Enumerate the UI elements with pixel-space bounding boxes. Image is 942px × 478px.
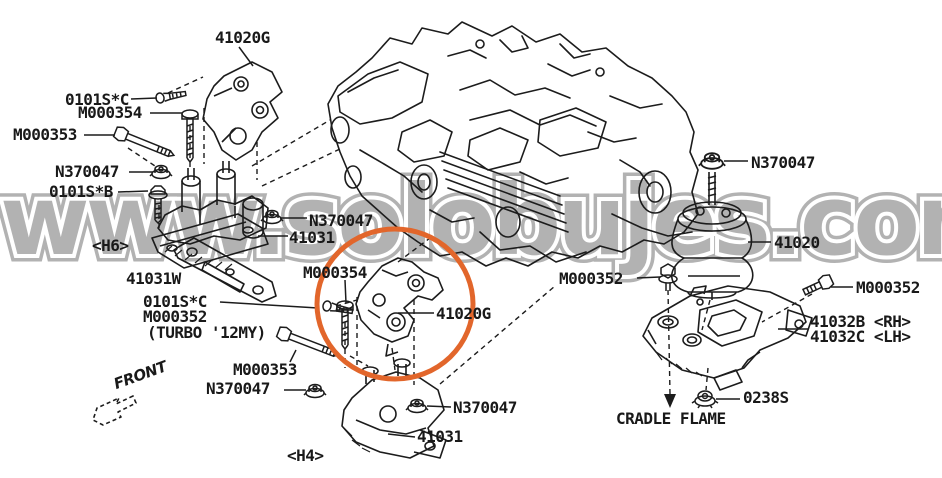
bolt-M000352-right xyxy=(801,274,835,296)
engine-illustration xyxy=(327,21,699,267)
highlight-circle xyxy=(314,226,476,382)
nut-0238S xyxy=(691,390,719,409)
part-plate-41031W xyxy=(173,237,277,303)
bolt-M000354-top xyxy=(181,109,199,164)
nut-N370047-mid xyxy=(260,209,284,225)
nut-N370047-bot1 xyxy=(303,383,327,399)
part-mount-41031-bottom xyxy=(341,358,447,459)
front-arrow xyxy=(92,395,137,426)
part-mount-41020 xyxy=(670,172,754,300)
bolt-0101SB xyxy=(148,185,168,225)
part-mount-41031-left xyxy=(151,161,269,271)
bolt-M000353-top xyxy=(112,126,176,158)
construction-lines xyxy=(127,76,813,395)
leader-lines xyxy=(84,46,853,438)
bolt-0101SC-top xyxy=(155,90,187,104)
bolt-M000352-mid xyxy=(658,263,678,291)
part-cradle-41032 xyxy=(642,285,813,391)
part-bracket-41020G-circled xyxy=(355,257,444,357)
bolt-M000354-mid xyxy=(336,300,354,351)
bolt-M000353-bot xyxy=(275,326,341,358)
nut-N370047-left xyxy=(149,164,173,180)
part-bracket-41020G-top xyxy=(202,61,283,161)
nut-N370047-right xyxy=(697,152,727,170)
nut-N370047-bot2 xyxy=(405,398,429,414)
cradle-arrowhead xyxy=(664,394,676,408)
